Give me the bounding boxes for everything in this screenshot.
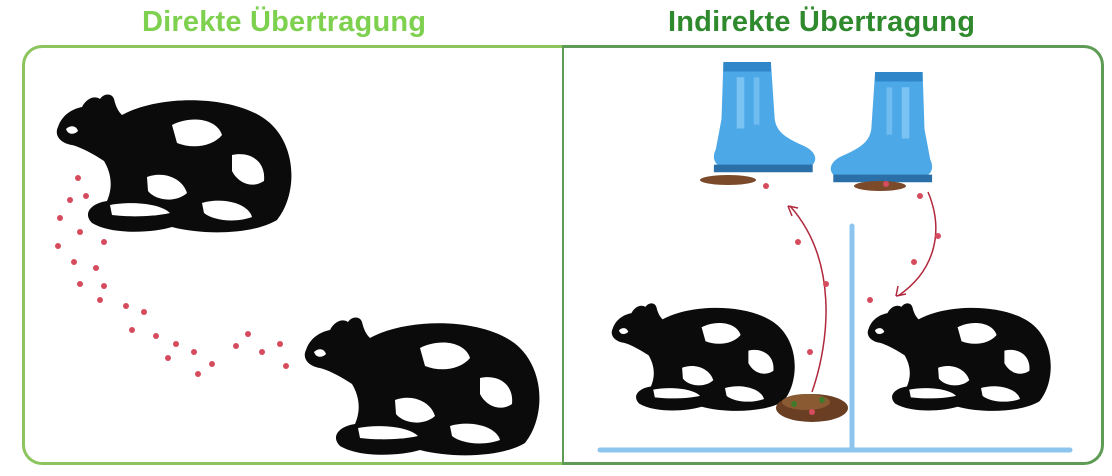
stall-wall [597,223,1073,453]
boot-icon [830,72,933,183]
cow-icon [56,94,292,233]
direct-transmission-title: Direkte Übertragung [142,6,427,38]
indirect-transmission-title: Indirekte Übertragung [668,6,976,38]
direct-transmission-panel [22,45,568,465]
cow-icon [611,303,795,411]
boot-icon [713,62,816,173]
indirect-transmission-panel [562,45,1104,465]
manure-icon [776,394,848,422]
transfer-arrows [787,191,937,393]
droplet-trail [55,175,289,377]
cow-icon [867,303,1051,411]
cow-icon [304,317,540,456]
transfer-droplets [763,181,941,355]
manure-on-boot [700,175,906,191]
